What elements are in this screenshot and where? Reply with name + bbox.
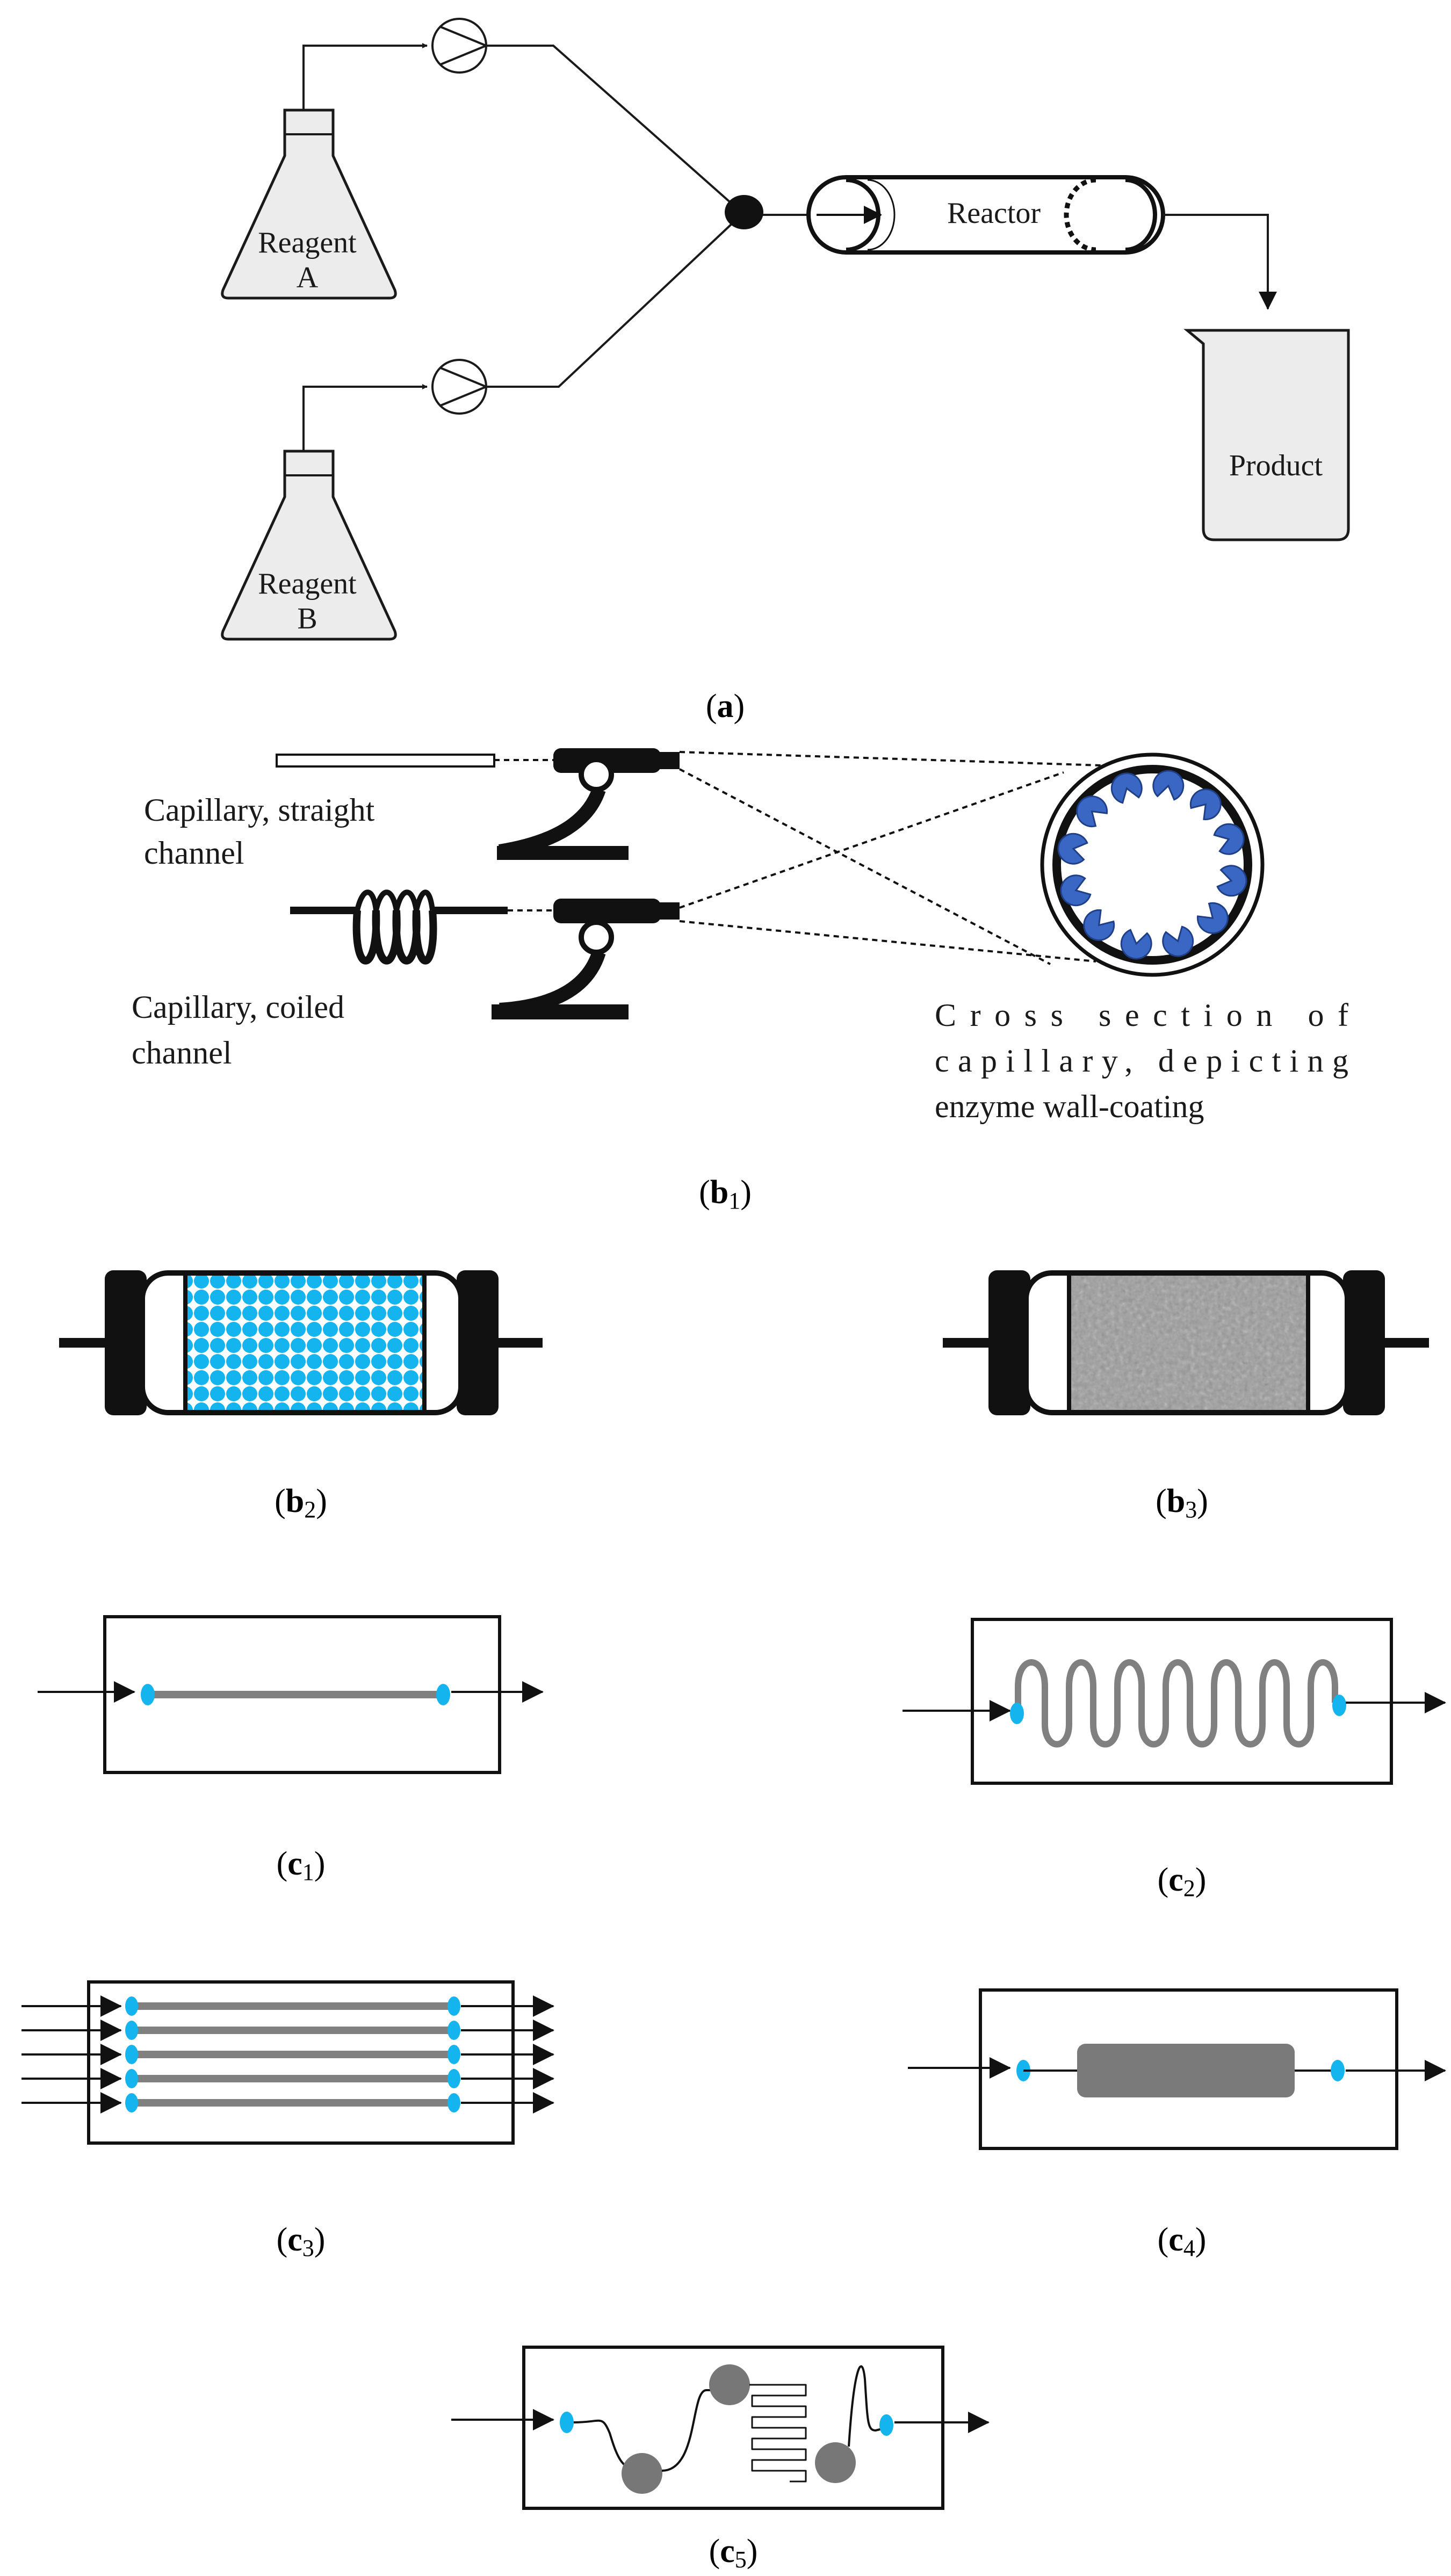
coiled-label-line1: Capillary, coiled <box>132 989 344 1025</box>
product-label: Product <box>1229 449 1323 482</box>
caption-c1: (c1) <box>277 1846 326 1885</box>
outlet-port <box>447 2093 460 2112</box>
inlet-port <box>125 2069 138 2088</box>
enzyme-icon <box>1213 823 1245 855</box>
reagent-a-label-line2: A <box>297 261 319 294</box>
mixing-junction <box>725 195 763 229</box>
pump-b-icon <box>431 359 489 415</box>
panel-a: Reagent A Reagent B <box>221 18 1350 725</box>
pump-a-icon <box>431 18 489 74</box>
cross-section-label-line2: capillary, depicting <box>935 1043 1348 1079</box>
panel-c2: (c2) <box>903 1618 1446 1901</box>
reactor-column: Reactor <box>806 175 1165 255</box>
outlet-port <box>447 2021 460 2040</box>
straight-label-line1: Capillary, straight <box>144 792 375 828</box>
caption-b2: (b2) <box>275 1483 327 1523</box>
panel-b3: (b3) <box>943 1270 1429 1523</box>
outlet-port <box>447 2045 460 2064</box>
coiled-channel <box>1015 1659 1338 1748</box>
reactor-label: Reactor <box>947 197 1041 230</box>
caption-c5: (c5) <box>709 2533 758 2573</box>
caption-c2: (c2) <box>1158 1862 1207 1901</box>
enzyme-coating <box>1057 770 1247 960</box>
reagent-a-label-line1: Reagent <box>258 226 357 259</box>
enzyme-icon <box>1196 902 1229 934</box>
panel-c3 <box>21 1980 554 2145</box>
reagent-a-flask: Reagent A <box>221 108 397 300</box>
outlet-port <box>447 1996 460 2016</box>
enzyme-icon <box>1083 909 1115 941</box>
capillary-cross-section <box>1040 752 1265 977</box>
outlet-port <box>447 2069 460 2088</box>
enzyme-icon <box>1110 772 1143 804</box>
reagent-b-flask: Reagent B <box>221 450 397 641</box>
clamp-holder-1 <box>494 748 680 860</box>
caption-b3: (b3) <box>1156 1483 1208 1523</box>
clamp-holder-2 <box>492 899 680 1019</box>
cross-section-label-line1: Cross section of <box>935 997 1348 1033</box>
panel-c1: (c1) <box>38 1615 544 1885</box>
coiled-capillary <box>290 889 508 965</box>
inlet-port <box>125 2093 138 2112</box>
inlet-port <box>125 2045 138 2064</box>
enzyme-icon <box>1057 833 1088 865</box>
straight-capillary <box>276 754 495 768</box>
enzyme-icon <box>1076 795 1108 828</box>
enzyme-icon <box>1189 788 1222 821</box>
projection-lines <box>679 751 1102 965</box>
coiled-label-line2: channel <box>132 1035 232 1070</box>
enzyme-icon <box>1060 874 1092 907</box>
c5-serpentine <box>749 2384 807 2483</box>
inlet-port <box>125 2021 138 2040</box>
panel-b2: (b2) <box>59 1270 543 1523</box>
enzyme-icon <box>1120 929 1152 960</box>
product-beaker: Product <box>1183 329 1350 541</box>
enzyme-icon <box>1152 770 1185 801</box>
caption-c3: (c3) <box>277 2222 326 2261</box>
caption-c4: (c4) <box>1158 2222 1207 2261</box>
panel-c5: (c5) <box>451 2346 990 2573</box>
enzyme-icon <box>1216 865 1247 897</box>
caption-b1: (b1) <box>699 1174 752 1214</box>
enzyme-icon <box>1162 925 1194 957</box>
caption-a: (a) <box>706 688 745 725</box>
packed-bed-block <box>1077 2044 1295 2097</box>
panel-b1: Capillary, straight channel Capillary, c… <box>132 748 1348 1214</box>
packed-beads <box>185 1276 424 1410</box>
reagent-b-label-line1: Reagent <box>258 567 357 600</box>
inlet-port <box>125 1996 138 2016</box>
straight-label-line2: channel <box>144 835 244 871</box>
cross-section-label-line3: enzyme wall-coating <box>935 1089 1204 1124</box>
reagent-b-label-line2: B <box>297 602 317 635</box>
panel-c4: (c4) <box>908 1988 1446 2261</box>
